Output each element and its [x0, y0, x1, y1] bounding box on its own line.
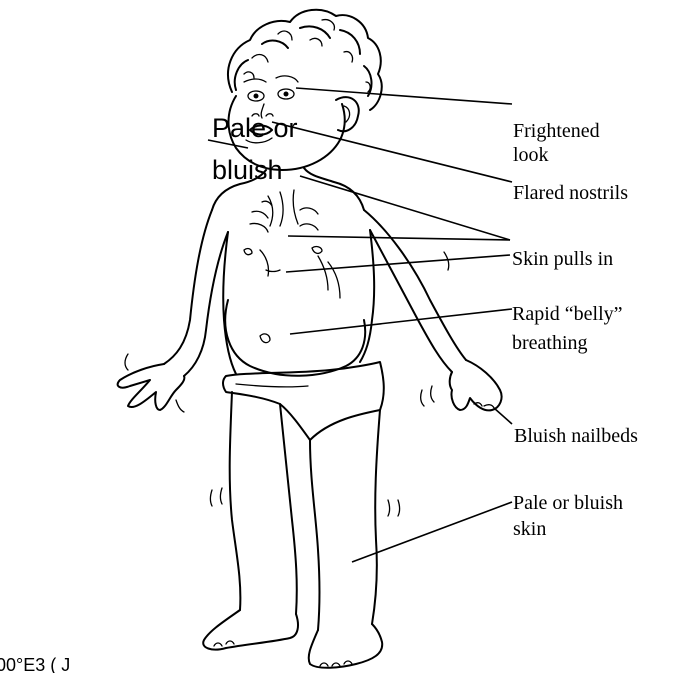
left-arm	[164, 210, 228, 376]
toes	[214, 641, 352, 666]
leader-skin-1	[300, 176, 510, 240]
hair-outline	[228, 10, 382, 110]
eyebrows	[244, 76, 298, 82]
label-frightened-look: Frightened look	[513, 120, 605, 166]
right-hand-motion	[421, 252, 449, 406]
torso	[223, 230, 374, 374]
footer-code: 00°E3 ( J	[0, 655, 70, 673]
child-illustration	[118, 10, 502, 668]
label-pale-skin: Pale or bluish skin	[513, 492, 628, 540]
left-leg	[230, 392, 297, 614]
chest-retractions	[250, 190, 340, 298]
hair-curls	[244, 20, 370, 92]
leader-nailbeds	[494, 408, 512, 424]
nipples	[244, 247, 322, 255]
label-flared-nostrils: Flared nostrils	[513, 182, 628, 204]
right-arm	[364, 210, 466, 372]
label-belly-breathing: Rapid “belly” breathing	[512, 303, 628, 354]
label-bluish-nailbeds: Bluish nailbeds	[514, 425, 638, 447]
leader-belly	[290, 309, 512, 334]
leader-skin-2	[288, 236, 510, 240]
side-label: Pale or bluish	[212, 113, 305, 185]
belly-button	[260, 334, 270, 343]
ear	[336, 97, 359, 131]
diaper	[223, 362, 384, 440]
right-leg	[310, 410, 380, 630]
belly	[225, 300, 365, 376]
leader-frightened	[296, 88, 512, 104]
label-skin-pulls-in: Skin pulls in	[512, 248, 613, 270]
left-hand	[118, 364, 185, 410]
leg-motion	[211, 488, 400, 516]
